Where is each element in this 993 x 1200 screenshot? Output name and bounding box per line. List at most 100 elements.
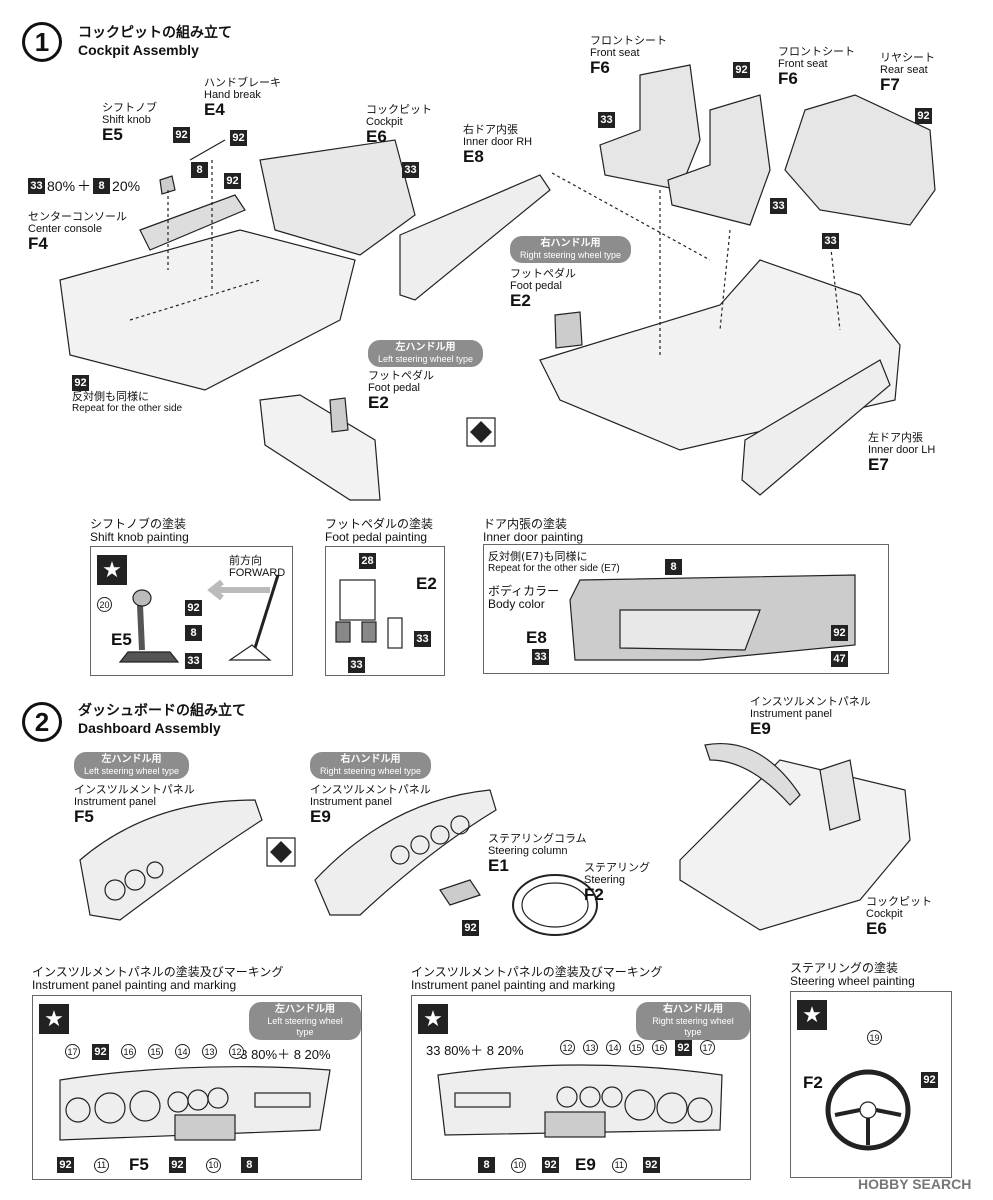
paint-92-a: 92 (173, 127, 190, 143)
sk-33: 33 (185, 653, 202, 669)
paint-33-seat2: 33 (770, 198, 787, 214)
left-type-pill-1: 左ハンドル用 Left steering wheel type (368, 340, 484, 367)
mix-pct-a: 80% (47, 178, 76, 194)
bl-jp: インスツルメントパネルの塗装及びマーキング (32, 965, 284, 979)
foot-pedal-paint-en: Foot pedal painting (325, 530, 428, 544)
br-bmark: 92 (642, 1157, 660, 1173)
left-type-jp-2: 左ハンドル用 (101, 754, 162, 765)
br-mark: 17 (700, 1040, 715, 1055)
cockpit-e6-jp: コックピット (866, 895, 932, 908)
sp-code: F2 (803, 1073, 823, 1092)
inner-door-lh-jp: 左ドア内張 (868, 431, 923, 444)
rear-seat (784, 94, 936, 226)
ip-right-jp: インスツルメントパネル (310, 783, 431, 796)
center-console-jp: センターコンソール (28, 210, 127, 223)
id-code: E8 (526, 628, 547, 647)
steering-column-jp: ステアリングコラム (488, 832, 587, 845)
fp-33a: 33 (414, 631, 431, 647)
foot-pedal-code-r: E2 (510, 291, 531, 310)
cockpit-label: コックピット Cockpit E6 (366, 104, 432, 146)
center-console-en: Center console (28, 223, 102, 235)
sp-jp: ステアリングの塗装 (790, 961, 899, 975)
front-seat-en-2: Front seat (778, 58, 828, 70)
bl-mark: 12 (229, 1044, 244, 1059)
watermark: HOBBY SEARCH (858, 1176, 972, 1192)
star-icon: ★ (39, 1004, 69, 1034)
id-33: 33 (532, 649, 549, 665)
br-mark: 15 (629, 1040, 644, 1055)
steering-column-code: E1 (488, 856, 509, 875)
rear-seat-jp: リヤシート (880, 51, 935, 64)
bl-bmark: 11 (94, 1157, 109, 1173)
cockpit-e6-code: E6 (866, 919, 887, 938)
repeat-jp: 反対側も同様に (72, 390, 149, 403)
inner-door-paint-jp: ドア内張の塗装 (483, 517, 568, 531)
br-bmark: 11 (611, 1157, 627, 1173)
bl-type-pill: 左ハンドル用 Left steering wheel type (249, 1002, 361, 1040)
paint-33-seat1: 33 (598, 112, 615, 128)
br-mark: 14 (606, 1040, 621, 1055)
bl-bmark: 92 (168, 1157, 186, 1173)
shift-knob-paint-title: シフトノブの塗装 Shift knob painting (90, 518, 189, 544)
bl-bmark: 92 (57, 1157, 74, 1173)
bl-mark: 13 (202, 1044, 217, 1059)
id-repeat-en: Repeat for the other side (E7) (488, 563, 620, 574)
inner-door-lh-en: Inner door LH (868, 444, 936, 456)
bl-mark: 14 (175, 1044, 190, 1059)
bl-bmark: F5 (129, 1155, 149, 1174)
bl-bmark: 8 (240, 1157, 258, 1173)
foot-pedal-jp-r: フットペダル (510, 267, 576, 280)
ip-right-label: インスツルメントパネル Instrument panel E9 (310, 784, 431, 826)
bl-mark: 15 (148, 1044, 163, 1059)
inner-door-paint-title: ドア内張の塗装 Inner door painting (483, 518, 583, 544)
sk-code: E5 (111, 630, 132, 649)
paint-92-b: 92 (230, 130, 247, 146)
ip-e9-jp: インスツルメントパネル (750, 695, 871, 708)
step-1-number: 1 (22, 22, 62, 62)
paint-92-repeat: 92 (72, 375, 89, 391)
br-mark: 12 (560, 1040, 575, 1055)
inner-door-lh-code: E7 (868, 455, 889, 474)
bottom-right-panel: ★ 右ハンドル用 Right steering wheel type 33 80… (411, 995, 751, 1180)
shift-knob-label: シフトノブ Shift knob E5 (102, 102, 157, 144)
bottom-left-panel: ★ 左ハンドル用 Left steering wheel type 33 80%… (32, 995, 362, 1180)
br-top-marks: 12 13 14 15 16 92 17 (560, 1040, 715, 1056)
sp-en: Steering wheel painting (790, 974, 915, 988)
sp-19: 19 (867, 1030, 882, 1045)
step-2-title-en: Dashboard Assembly (78, 720, 221, 736)
shift-knob-paint-panel: ★ 前方向 FORWARD 20 92 8 33 E5 (90, 546, 293, 676)
bl-type-en: Left steering wheel type (267, 1016, 343, 1037)
bl-bottom-marks: 92 11 F5 92 10 8 (57, 1156, 258, 1174)
br-mark: 16 (652, 1040, 667, 1055)
id-8: 8 (665, 559, 682, 575)
forward-jp: 前方向 (229, 554, 262, 567)
step-1-title-en: Cockpit Assembly (78, 42, 199, 58)
cockpit-jp: コックピット (366, 103, 432, 116)
bl-bmark: 10 (205, 1157, 221, 1173)
br-en: Instrument panel painting and marking (411, 978, 616, 992)
ip-e9-en: Instrument panel (750, 708, 832, 720)
steering-column-label: ステアリングコラム Steering column E1 (488, 833, 587, 875)
front-seat-jp-2: フロントシート (778, 45, 855, 58)
ip-left-label: インスツルメントパネル Instrument panel F5 (74, 784, 195, 826)
center-console-label: センターコンソール Center console F4 (28, 211, 127, 253)
mix-b: 8 (93, 178, 111, 194)
foot-pedal-code-l: E2 (368, 393, 389, 412)
fp-code: E2 (416, 574, 437, 593)
cockpit-firewall (259, 139, 416, 256)
foot-pedal-jp-l: フットペダル (368, 369, 434, 382)
paint-33-rear: 33 (822, 233, 839, 249)
repeat-en: Repeat for the other side (72, 403, 183, 414)
shift-knob-en: Shift knob (102, 114, 151, 126)
left-type-jp-1: 左ハンドル用 (395, 342, 456, 353)
bl-mix: 33 80%＋ 8 20% (233, 1047, 331, 1062)
mix-plus: ＋ (77, 178, 92, 194)
foot-pedal-en-r: Foot pedal (510, 280, 562, 292)
foot-pedal-en-l: Foot pedal (368, 382, 420, 394)
inner-door-lh (741, 359, 891, 496)
id-body-en: Body color (488, 597, 545, 611)
steering-wheel-part (512, 874, 598, 936)
inner-door-rh-code: E8 (463, 147, 484, 166)
id-body-jp: ボディカラー (488, 584, 560, 598)
center-console-code: F4 (28, 234, 48, 253)
